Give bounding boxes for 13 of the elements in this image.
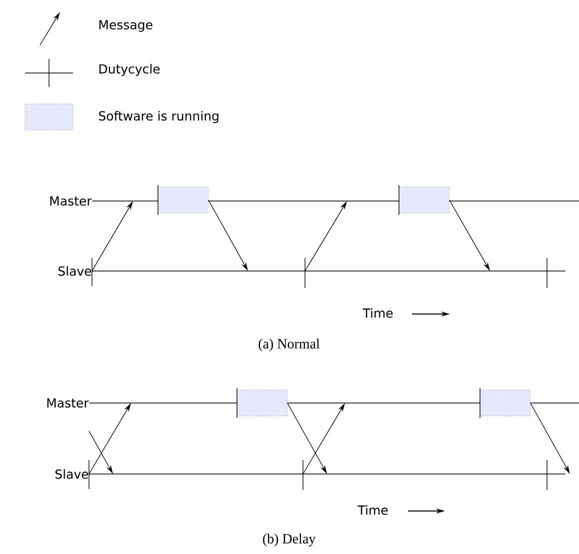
software-box — [236, 388, 288, 418]
legend-label: Software is running — [99, 110, 218, 124]
software-box — [480, 388, 530, 418]
axis-label: Time — [358, 505, 388, 515]
caption: (b) Delay — [263, 534, 316, 546]
software-box — [398, 184, 450, 216]
timeline: Slave — [55, 469, 566, 479]
timeline: Slave — [58, 266, 566, 276]
caption: (a) Normal — [258, 338, 320, 352]
software-box — [158, 184, 208, 216]
legend-label: Dutycycle — [99, 64, 160, 76]
legend-label: Message — [99, 20, 152, 32]
axis-label: Time — [362, 308, 393, 318]
